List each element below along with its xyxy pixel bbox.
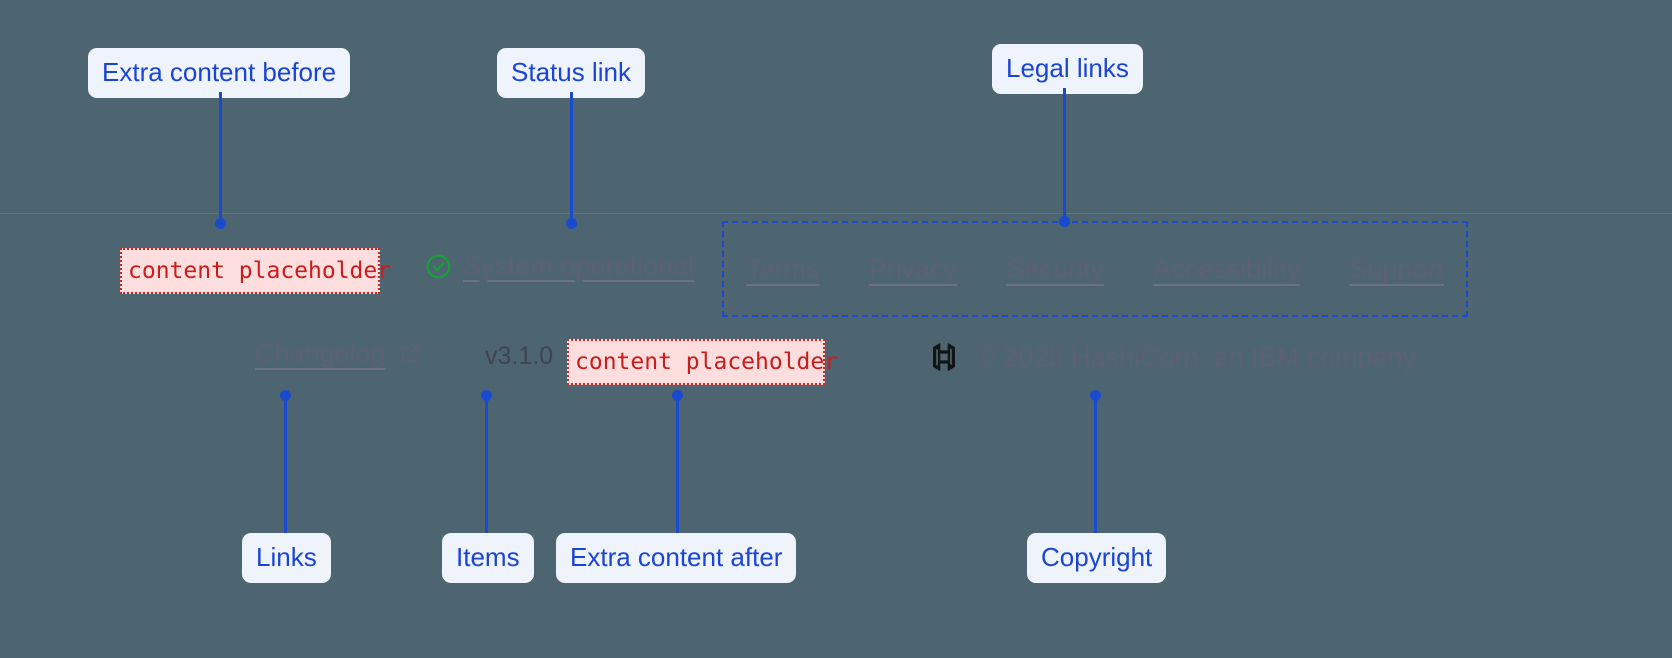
- legal-link-accessibility[interactable]: Accessibility: [1153, 253, 1301, 284]
- leader-line-extra-content-before: [219, 92, 222, 224]
- leader-line-legal-links: [1063, 88, 1066, 222]
- legal-link-security[interactable]: Security: [1006, 253, 1104, 284]
- version-label: v3.1.0: [485, 342, 554, 370]
- leader-dot-status-link: [566, 218, 577, 229]
- callout-copyright: Copyright: [1027, 533, 1167, 583]
- external-link-icon: [401, 344, 420, 363]
- footer-top-divider: [0, 213, 1672, 214]
- status-link[interactable]: System operational: [425, 253, 694, 280]
- legal-links-group: Terms Privacy Security Accessibility Sup…: [722, 221, 1468, 317]
- leader-line-extra-content-after: [676, 395, 679, 535]
- leader-line-copyright: [1094, 395, 1097, 535]
- callout-status-link: Status link: [497, 48, 645, 98]
- leader-dot-extra-content-before: [215, 218, 226, 229]
- changelog-label: Changelog: [255, 338, 386, 368]
- legal-link-terms[interactable]: Terms: [746, 253, 820, 284]
- copyright-text: © 2025 HashiCorp, an IBM company: [976, 341, 1417, 372]
- leader-line-links: [284, 395, 287, 535]
- leader-line-status-link: [570, 92, 573, 224]
- callout-links: Links: [242, 533, 331, 583]
- footer-bottom-row: Changelog v3.1.0 content placeholder © 2…: [0, 339, 1672, 386]
- extra-content-before-slot: content placeholder: [120, 248, 391, 294]
- status-link-label: System operational: [463, 251, 695, 281]
- legal-link-support[interactable]: Support: [1349, 253, 1444, 284]
- callout-legal-links: Legal links: [992, 44, 1143, 94]
- changelog-link[interactable]: Changelog: [255, 340, 423, 367]
- legal-link-privacy[interactable]: Privacy: [868, 253, 958, 284]
- check-circle-icon: [426, 254, 451, 279]
- callout-extra-content-before: Extra content before: [88, 48, 351, 98]
- hashicorp-logo: [933, 342, 955, 372]
- brand-copyright-row: © 2025 HashiCorp, an IBM company: [928, 340, 1416, 374]
- callout-extra-content-after: Extra content after: [556, 533, 797, 583]
- extra-content-after-slot: content placeholder: [567, 339, 838, 385]
- leader-line-items: [485, 395, 488, 535]
- callout-items: Items: [442, 533, 534, 583]
